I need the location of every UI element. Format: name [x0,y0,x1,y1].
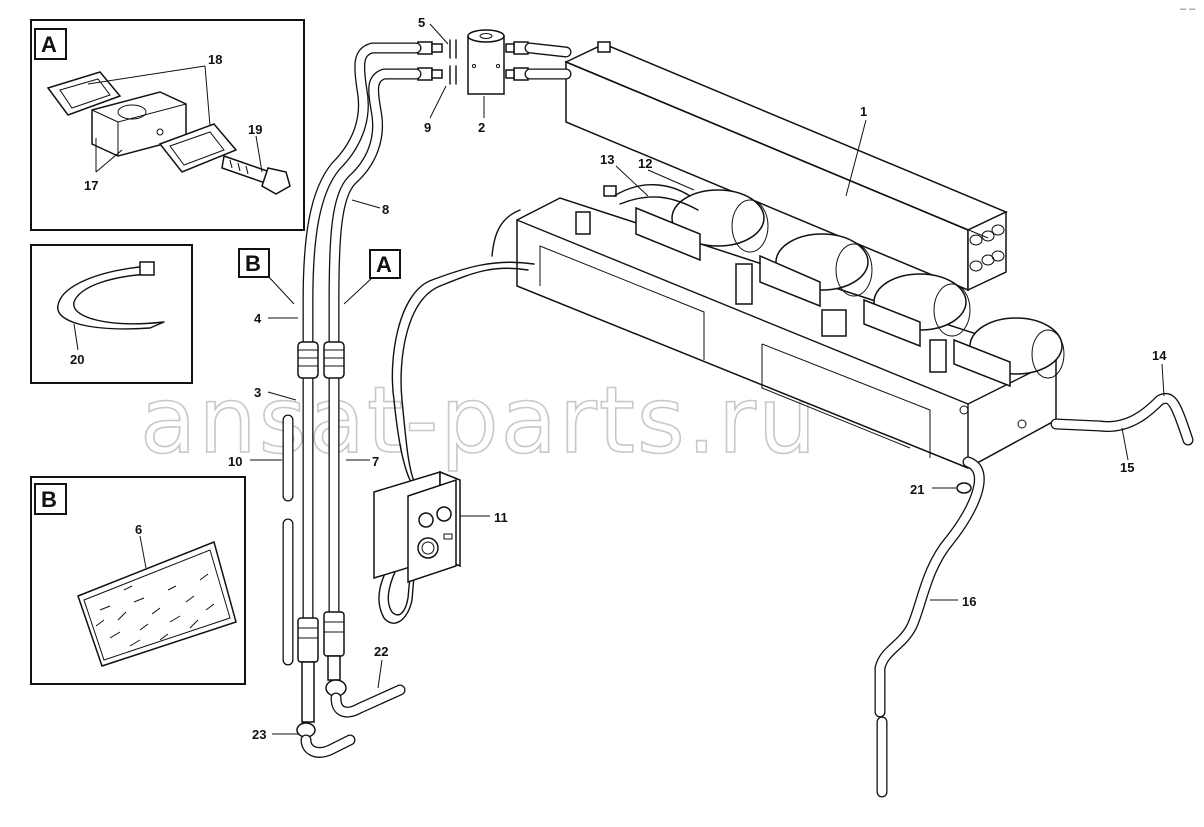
callout-21: 21 [910,482,924,497]
callout-leaders [250,23,1165,735]
callout-3: 3 [254,385,261,400]
view-marker-b-box [238,248,270,278]
control-panel [373,470,461,584]
detail-a-letter-box [34,28,67,60]
heater-core [564,41,1008,292]
callout-4: 4 [254,311,262,326]
detail-view-b: B 6 [30,476,246,685]
callout-6: 6 [135,522,142,537]
callout-16: 16 [962,594,976,609]
watermark: ansat-parts.ru [140,367,818,474]
view-marker-a-box [369,249,401,279]
rubber-pad-lower-icon [158,123,238,173]
detail-view-cable-tie: 20 [30,244,193,384]
callout-17: 17 [84,178,98,193]
detail-b-letter-box [34,483,67,515]
callout-1: 1 [860,104,867,119]
view-marker-a: A [376,252,392,277]
coolant-hoses [282,42,1194,798]
detail-a-letter: A [41,32,57,57]
callout-23: 23 [252,727,266,742]
callout-12: 12 [638,156,652,171]
heater-box [516,185,1065,469]
callout-2: 2 [478,120,485,135]
water-valve [467,29,505,95]
callout-8: 8 [382,202,389,217]
callout-22: 22 [374,644,388,659]
callout-5: 5 [418,15,425,30]
detail-b-letter: B [41,487,57,512]
detail-view-a: A 18 19 17 [30,19,305,231]
insulation-foam-icon [77,540,237,667]
callout-19: 19 [248,122,262,137]
callout-15: 15 [1120,460,1134,475]
control-knob-icon [418,512,434,528]
cable-tie-frame [30,244,193,384]
bolt-icon [221,154,291,195]
callout-18: 18 [208,52,222,67]
callout-7: 7 [372,454,379,469]
grommet-icon [956,482,972,494]
callout-10: 10 [228,454,242,469]
callout-20: 20 [70,352,84,367]
hose-fittings [297,341,345,723]
elbow-fittings-icon [296,679,406,758]
view-marker-b: B [245,251,261,276]
core-tube-ends-icon [969,224,1005,272]
callout-13: 13 [600,152,614,167]
cable-tie-icon [57,265,165,330]
callout-11: 11 [494,510,508,525]
callout-14: 14 [1152,348,1167,363]
callout-9: 9 [424,120,431,135]
corner-mark: – – [1180,3,1196,15]
rubber-pad-icon [46,71,122,116]
